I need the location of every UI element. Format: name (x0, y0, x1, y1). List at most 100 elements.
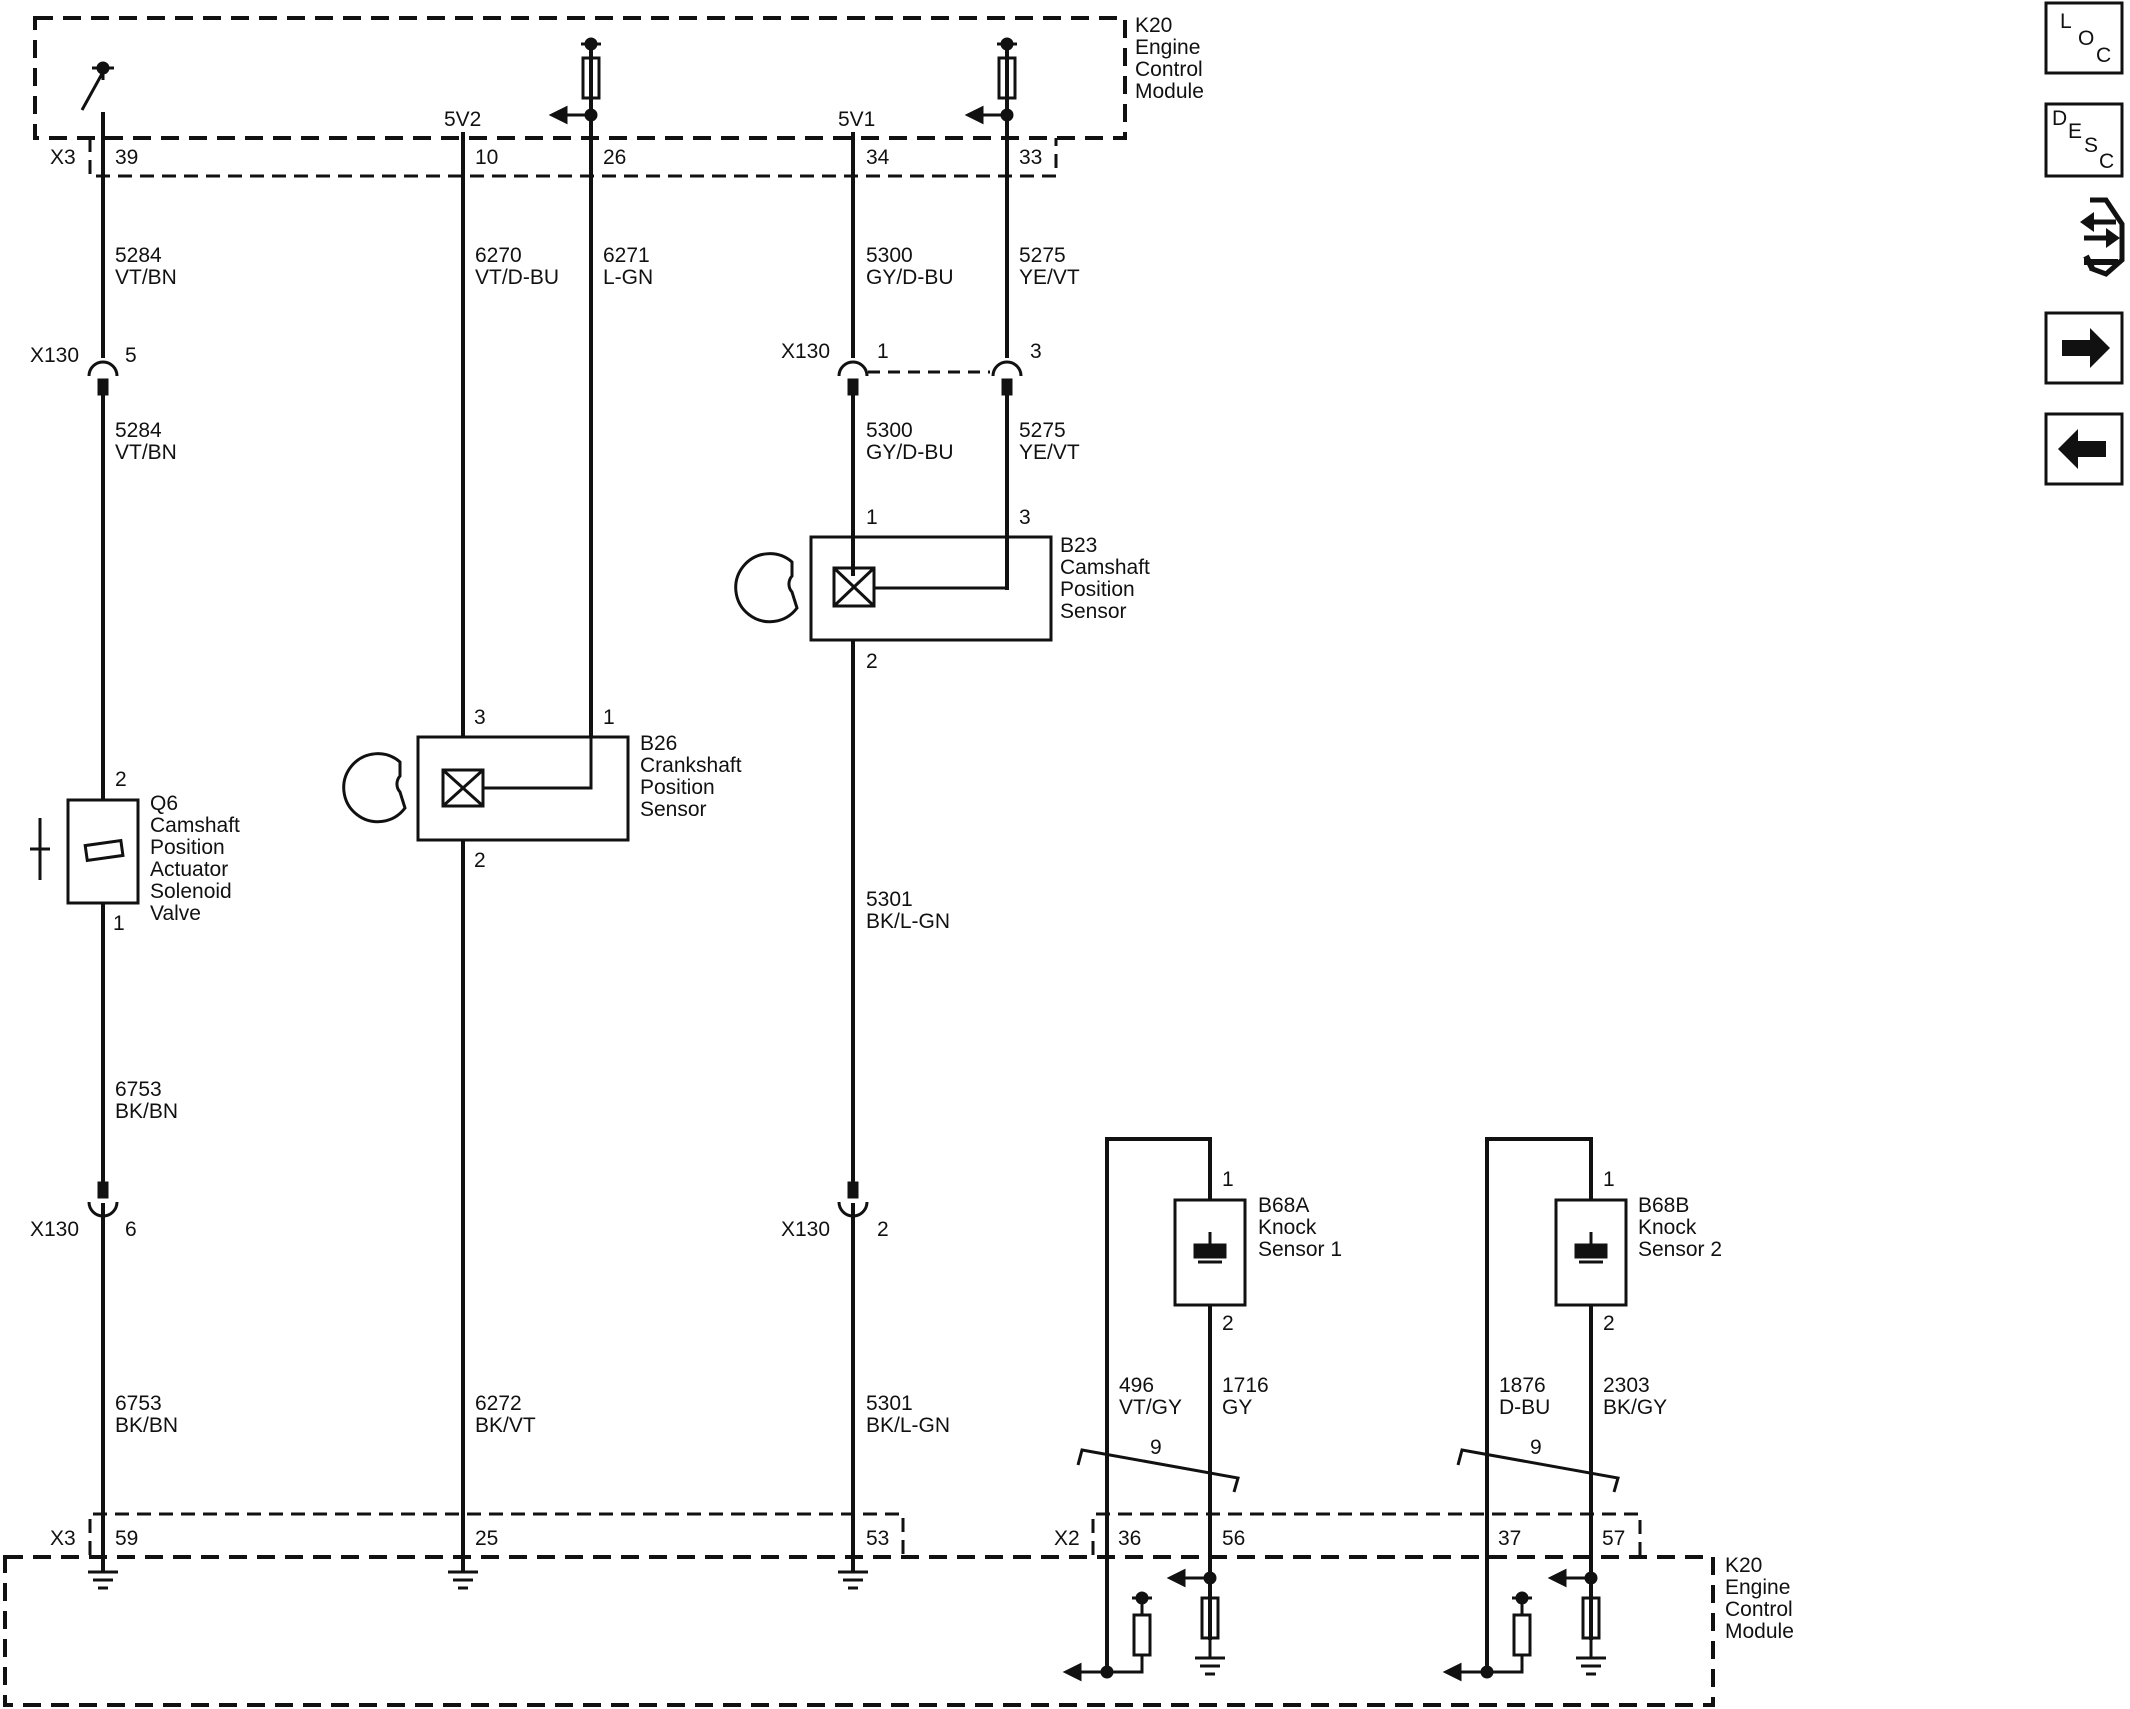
b26-label: Sensor (640, 798, 707, 821)
x130-pin-label: 1 (877, 340, 889, 363)
loc-letter: L (2060, 10, 2072, 33)
x130-pin-label: 5 (125, 344, 137, 367)
x130-pin-label: 2 (877, 1218, 889, 1241)
b23-box (809, 535, 1053, 642)
b68a-pin: 2 (1222, 1312, 1234, 1335)
x130-connector-label: X130 (781, 1218, 830, 1241)
b23-label: Sensor (1060, 600, 1127, 623)
ecm-pin-label: 39 (115, 146, 138, 169)
ecm-top-label: K20 (1135, 14, 1172, 37)
ecm-pin-label: 26 (603, 146, 626, 169)
wire-circuit-label: 5275 (1019, 244, 1066, 267)
q6-pin: 1 (113, 912, 125, 935)
loc-letter: C (2096, 44, 2111, 67)
ecm-pin-label: 33 (1019, 146, 1042, 169)
ecm-pin-label: 25 (475, 1527, 498, 1550)
x3-bottom-connector-outline (88, 1512, 905, 1555)
wire-color-label: BK/L-GN (866, 1414, 950, 1437)
wire-circuit-label: 6753 (115, 1078, 162, 1101)
ecm-top-label: Module (1135, 80, 1204, 103)
q6-label: Camshaft (150, 814, 240, 837)
wire-circuit-label: 5284 (115, 419, 162, 442)
q6-label: Q6 (150, 792, 178, 815)
wire-circuit-label: 6272 (475, 1392, 522, 1415)
ecm-pin-label: 36 (1118, 1527, 1141, 1550)
wire-color-label: GY/D-BU (866, 266, 954, 289)
q6-solenoid-box (66, 798, 140, 905)
loc-button[interactable]: LOC (2044, 1, 2124, 75)
ecm-pin-label: 10 (475, 146, 498, 169)
b68b-label: B68B (1638, 1194, 1689, 1217)
b68a-pin: 1 (1222, 1168, 1234, 1191)
b68a-label: Sensor 1 (1258, 1238, 1342, 1261)
ecm-pin-label: 56 (1222, 1527, 1245, 1550)
q6-label: Valve (150, 902, 201, 925)
wire-color-label: VT/GY (1119, 1396, 1182, 1419)
wire-color-label: YE/VT (1019, 441, 1080, 464)
wire-circuit-label: 5275 (1019, 419, 1066, 442)
b26-label: Position (640, 776, 715, 799)
connector-icon[interactable] (2080, 197, 2125, 277)
x130-connector-label: X130 (30, 1218, 79, 1241)
ecm-bottom-label: Engine (1725, 1576, 1790, 1599)
wire-circuit-label: 5301 (866, 888, 913, 911)
wire-color-label: VT/D-BU (475, 266, 559, 289)
wire-color-label: BK/BN (115, 1100, 178, 1123)
ecm-bottom-label: Module (1725, 1620, 1794, 1643)
b23-pin: 2 (866, 650, 878, 673)
b68b-label: Knock (1638, 1216, 1697, 1239)
q6-label: Actuator (150, 858, 228, 881)
x130-pin-label: 6 (125, 1218, 137, 1241)
ecm-pin-label: 34 (866, 146, 890, 169)
wire-circuit-label: 6753 (115, 1392, 162, 1415)
desc-letter: D (2052, 107, 2067, 130)
wire-circuit-label: 5300 (866, 244, 913, 267)
q6-label: Position (150, 836, 225, 859)
wire-circuit-label: 5301 (866, 1392, 913, 1415)
b26-label: Crankshaft (640, 754, 742, 777)
wire-circuit-label: 6271 (603, 244, 650, 267)
b26-pin: 2 (474, 849, 486, 872)
b23-label: Camshaft (1060, 556, 1150, 579)
arrow-right-icon[interactable] (2044, 311, 2124, 385)
b23-pin: 1 (866, 506, 878, 529)
desc-letter: S (2084, 134, 2098, 157)
desc-letter: C (2099, 150, 2114, 173)
ground-symbols (88, 1570, 1606, 1676)
arrow-left-icon[interactable] (2044, 412, 2124, 486)
b23-label: B23 (1060, 534, 1097, 557)
x3-bottom-label: X3 (50, 1527, 76, 1550)
x130-pin-label: 3 (1030, 340, 1042, 363)
twisted-pair-count: 9 (1530, 1436, 1542, 1459)
ecm-bottom-label: K20 (1725, 1554, 1762, 1577)
ecm-bottom-boundary (3, 1555, 1715, 1707)
x3-top-label: X3 (50, 146, 76, 169)
b23-pin: 3 (1019, 506, 1031, 529)
wire-circuit-label: 6270 (475, 244, 522, 267)
b68b-label: Sensor 2 (1638, 1238, 1722, 1261)
b68b-pin: 2 (1603, 1312, 1615, 1335)
wire-color-label: BK/GY (1603, 1396, 1667, 1419)
wire-circuit-label: 1716 (1222, 1374, 1269, 1397)
b26-box (416, 735, 630, 842)
wire-color-label: BK/BN (115, 1414, 178, 1437)
wire-color-label: L-GN (603, 266, 653, 289)
wire-color-label: YE/VT (1019, 266, 1080, 289)
x130-connector-label: X130 (781, 340, 830, 363)
b26-pin: 3 (474, 706, 486, 729)
ecm-pin-label: 57 (1602, 1527, 1625, 1550)
wire-circuit-label: 5284 (115, 244, 162, 267)
q6-pin: 2 (115, 768, 127, 791)
wire-color-label: BK/L-GN (866, 910, 950, 933)
q6-label: Solenoid (150, 880, 232, 903)
b68a-label: Knock (1258, 1216, 1317, 1239)
ecm-pin-label: 53 (866, 1527, 889, 1550)
wire-color-label: D-BU (1499, 1396, 1550, 1419)
x2-bottom-label: X2 (1054, 1527, 1080, 1550)
ecm-top-boundary (33, 16, 1127, 140)
wire-circuit-label: 5300 (866, 419, 913, 442)
ecm-bottom-label: Control (1725, 1598, 1793, 1621)
wire-color-label: GY/D-BU (866, 441, 954, 464)
